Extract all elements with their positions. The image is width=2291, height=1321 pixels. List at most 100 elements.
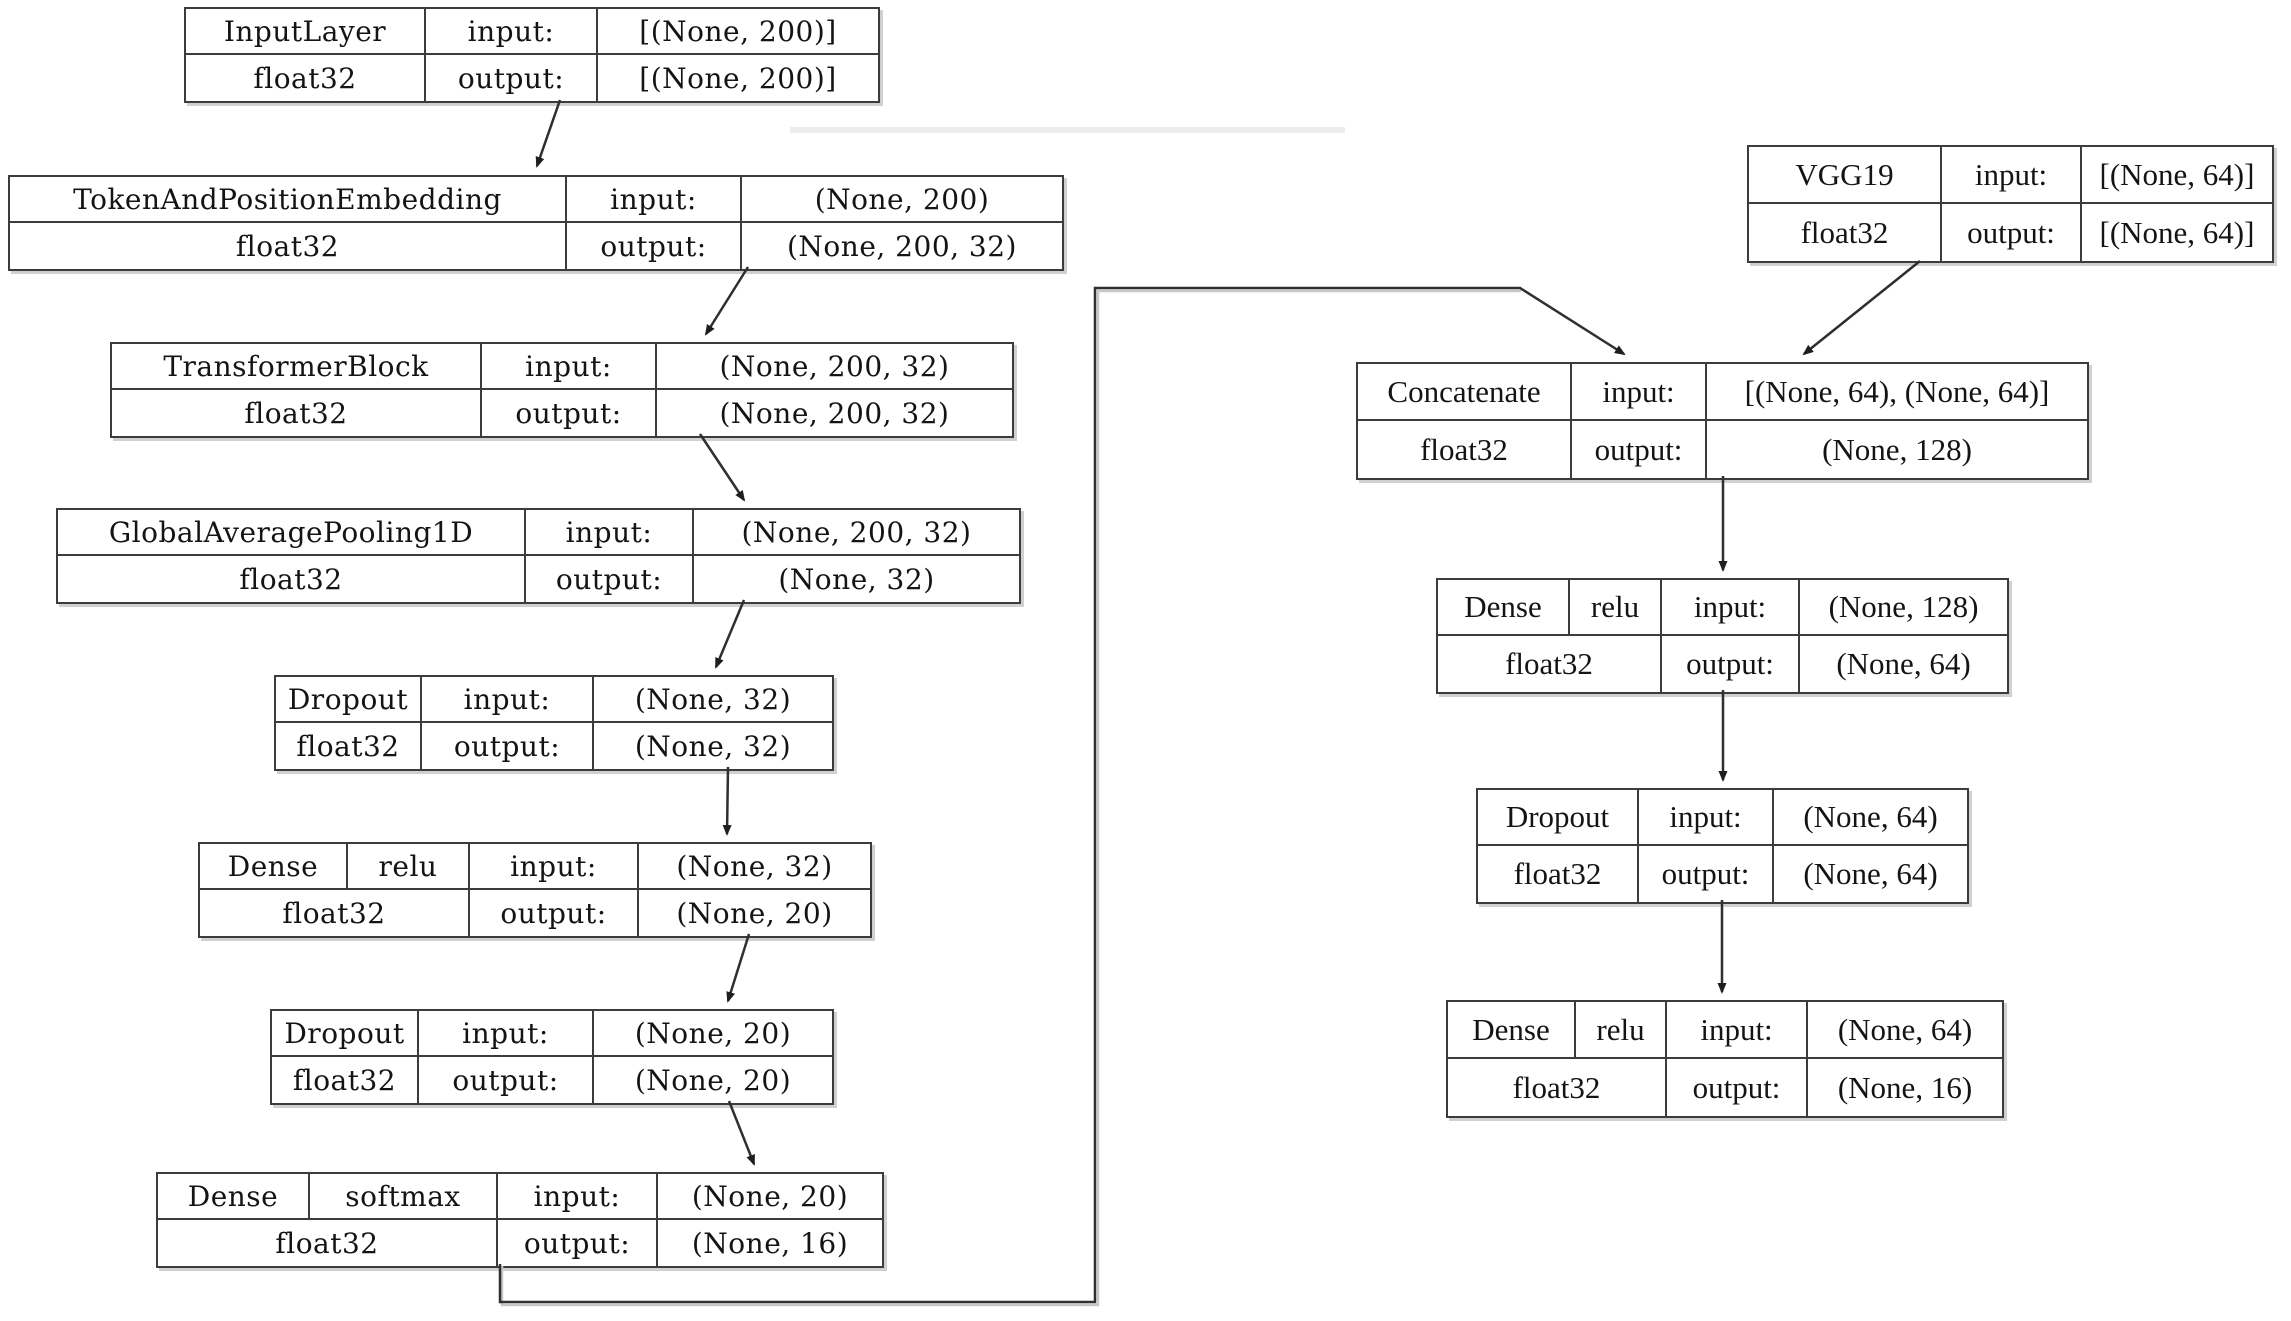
- dtype: float32: [10, 223, 567, 269]
- node-dropout-2: Dropout input: (None, 20) float32 output…: [270, 1009, 834, 1105]
- dtype: float32: [1448, 1059, 1667, 1116]
- dtype: float32: [200, 890, 470, 936]
- output-shape: (None, 16): [1837, 1069, 1973, 1105]
- output-shape: (None, 200, 32): [719, 396, 950, 430]
- output-label: output:: [1662, 636, 1800, 692]
- input-label: input:: [567, 177, 742, 223]
- output-shape: (None, 16): [691, 1226, 849, 1260]
- layer-name: Concatenate: [1358, 364, 1572, 421]
- output-label: output:: [1639, 846, 1774, 902]
- node-input-layer: InputLayer input: [(None, 200)] float32 …: [184, 7, 880, 103]
- input-label: input:: [470, 844, 639, 890]
- edge-arrow-embedding-transformer: [704, 266, 750, 336]
- input-label: input:: [1572, 364, 1707, 421]
- input-shape: (None, 200, 32): [657, 344, 1012, 390]
- edge-arrow-vgg19-concatenate: [1802, 260, 1921, 356]
- layer-name: Dropout: [272, 1011, 419, 1057]
- input-shape: [(None, 200)]: [598, 9, 878, 55]
- node-dense-relu-2: Dense relu input: (None, 128) float32 ou…: [1436, 578, 2009, 694]
- layer-activation: relu: [348, 844, 470, 890]
- output-label: output:: [422, 723, 594, 769]
- input-label: input:: [1942, 147, 2082, 204]
- input-label: input:: [498, 1174, 658, 1220]
- edge-arrow-dropout-dense: [722, 766, 732, 836]
- layer-name: TokenAndPositionEmbedding: [10, 177, 567, 223]
- input-shape: [(None, 64), (None, 64)]: [1707, 364, 2087, 421]
- dtype: float32: [1478, 846, 1639, 902]
- output-shape: (None, 64): [1836, 646, 1971, 681]
- output-label: output:: [426, 55, 598, 101]
- output-shape: [(None, 200)]: [639, 61, 837, 95]
- layer-name: Dropout: [1478, 790, 1639, 846]
- node-vgg19: VGG19 input: [(None, 64)] float32 output…: [1747, 145, 2274, 263]
- input-label: input:: [1662, 580, 1800, 636]
- layer-name: TransformerBlock: [112, 344, 482, 390]
- input-shape: (None, 64): [1808, 1002, 2002, 1059]
- node-concatenate: Concatenate input: [(None, 64), (None, 6…: [1356, 362, 2089, 480]
- layer-name: VGG19: [1749, 147, 1942, 204]
- input-label: input:: [422, 677, 594, 723]
- edge-arrow-dropout-densesoftmax: [727, 1100, 756, 1166]
- output-label: output:: [482, 390, 657, 436]
- input-label: input:: [426, 9, 598, 55]
- input-label: input:: [482, 344, 657, 390]
- layer-activation: relu: [1576, 1002, 1667, 1059]
- input-shape: (None, 20): [594, 1011, 832, 1057]
- node-dropout-1: Dropout input: (None, 32) float32 output…: [274, 675, 834, 771]
- edge-arrow-inputlayer-embedding: [535, 99, 562, 168]
- edge-arrow-dense-dropout: [726, 933, 751, 1003]
- layer-name: Dropout: [276, 677, 422, 723]
- input-shape: (None, 128): [1800, 580, 2007, 636]
- input-label: input:: [419, 1011, 594, 1057]
- dtype: float32: [158, 1220, 498, 1266]
- node-global-average-pooling1d: GlobalAveragePooling1D input: (None, 200…: [56, 508, 1021, 604]
- node-token-and-position-embedding: TokenAndPositionEmbedding input: (None, …: [8, 175, 1064, 271]
- dtype: float32: [58, 556, 526, 602]
- input-shape: (None, 32): [639, 844, 870, 890]
- layer-name: InputLayer: [186, 9, 426, 55]
- output-label: output:: [470, 890, 639, 936]
- input-shape: (None, 200): [742, 177, 1062, 223]
- output-shape: (None, 32): [778, 562, 935, 596]
- input-shape: (None, 64): [1774, 790, 1967, 846]
- dtype: float32: [1438, 636, 1662, 692]
- output-label: output:: [526, 556, 694, 602]
- output-label: output:: [567, 223, 742, 269]
- node-dense-softmax: Dense softmax input: (None, 20) float32 …: [156, 1172, 884, 1268]
- scan-artifact: [790, 127, 1345, 133]
- output-label: output:: [498, 1220, 658, 1266]
- output-shape: (None, 64): [1803, 856, 1938, 891]
- output-shape: (None, 128): [1822, 431, 1972, 467]
- output-shape: [(None, 64)]: [2099, 214, 2255, 250]
- layer-name: GlobalAveragePooling1D: [58, 510, 526, 556]
- input-shape: (None, 20): [658, 1174, 882, 1220]
- output-label: output:: [1667, 1059, 1808, 1116]
- input-shape: (None, 200, 32): [694, 510, 1019, 556]
- dtype: float32: [112, 390, 482, 436]
- dtype: float32: [1749, 204, 1942, 261]
- input-label: input:: [1667, 1002, 1808, 1059]
- output-shape: (None, 20): [676, 896, 833, 930]
- dtype: float32: [272, 1057, 419, 1103]
- layer-activation: relu: [1570, 580, 1662, 636]
- dtype: float32: [186, 55, 426, 101]
- node-dense-relu-1: Dense relu input: (None, 32) float32 out…: [198, 842, 872, 938]
- edge-arrow-transformer-pooling: [698, 433, 746, 502]
- node-dense-relu-3: Dense relu input: (None, 64) float32 out…: [1446, 1000, 2004, 1118]
- dtype: float32: [1358, 421, 1572, 478]
- output-label: output:: [419, 1057, 594, 1103]
- node-transformer-block: TransformerBlock input: (None, 200, 32) …: [110, 342, 1014, 438]
- node-dropout-3: Dropout input: (None, 64) float32 output…: [1476, 788, 1969, 904]
- output-label: output:: [1572, 421, 1707, 478]
- output-shape: (None, 20): [634, 1063, 792, 1097]
- edge-arrow-pooling-dropout: [714, 599, 746, 669]
- input-shape: (None, 32): [594, 677, 832, 723]
- layer-name: Dense: [200, 844, 348, 890]
- output-label: output:: [1942, 204, 2082, 261]
- layer-name: Dense: [158, 1174, 310, 1220]
- dtype: float32: [276, 723, 422, 769]
- layer-activation: softmax: [310, 1174, 498, 1220]
- layer-name: Dense: [1448, 1002, 1576, 1059]
- input-label: input:: [1639, 790, 1774, 846]
